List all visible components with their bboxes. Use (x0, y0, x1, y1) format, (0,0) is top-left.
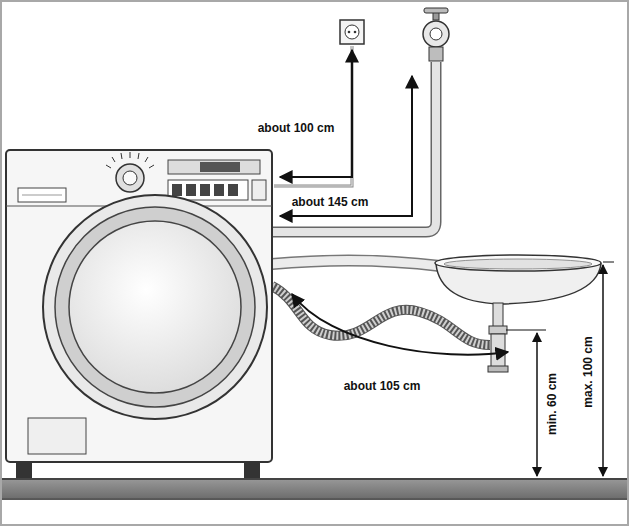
dimension-label: min. 60 cm (545, 373, 559, 435)
drain-hose (272, 260, 440, 266)
dimension-tick (506, 330, 546, 331)
inlet-hose (272, 62, 436, 232)
dimension-line (536, 333, 538, 476)
power-cord (274, 46, 352, 186)
dimension-tick (603, 262, 614, 263)
water-tap (423, 8, 449, 61)
dimension-label: max. 100 cm (581, 336, 595, 407)
dimension-label: about 145 cm (292, 195, 369, 209)
power-socket (340, 20, 364, 44)
dimension-label: about 100 cm (258, 121, 335, 135)
length-arrow (292, 294, 508, 355)
length-arrow (280, 76, 412, 216)
floor (2, 478, 627, 500)
length-arrow (280, 50, 352, 177)
drain-hose-corrugated (272, 286, 490, 345)
sink (435, 255, 601, 304)
dimension-label: about 105 cm (344, 379, 421, 393)
dimension-line (602, 265, 604, 476)
washing-machine (6, 150, 272, 478)
siphon (488, 303, 508, 372)
